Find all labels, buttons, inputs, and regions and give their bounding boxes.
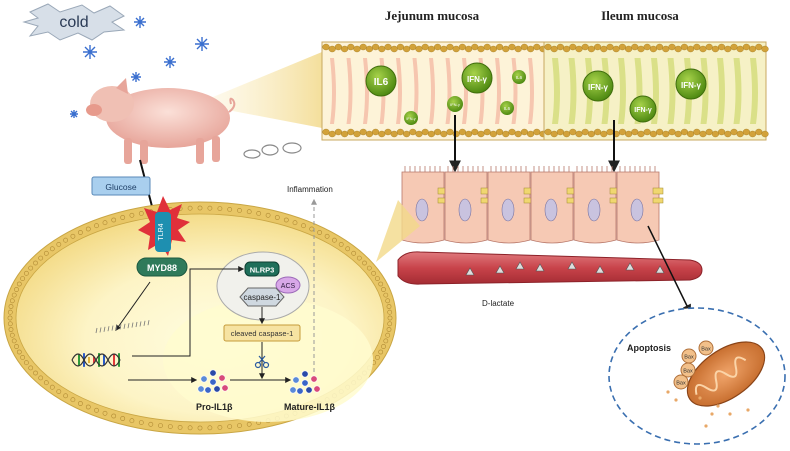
pig-leg [196, 138, 204, 164]
cytokine-ifng-ileum-3: IFN-γ [629, 95, 657, 123]
snowflake-icon [83, 45, 97, 59]
svg-text:NLRP3: NLRP3 [250, 266, 275, 275]
svg-text:ACS: ACS [281, 283, 296, 290]
cold-badge: cold [22, 3, 126, 41]
svg-text:IFN-γ: IFN-γ [588, 83, 609, 92]
tlr4-receptor: TLR4 [138, 196, 190, 256]
ileum-mucosa-panel [543, 41, 769, 141]
dna-helix [71, 353, 121, 367]
glucose-box: Glucose [91, 176, 151, 196]
svg-text:IFN-γ: IFN-γ [634, 107, 652, 114]
snowflake-icon [195, 37, 209, 51]
acs-oval [275, 276, 301, 294]
bax-proteins: Bax Bax Bax Bax [673, 340, 714, 390]
svg-text:IL6: IL6 [374, 77, 389, 88]
caspase1-hexagon [239, 287, 285, 307]
snowflake-icon [164, 56, 176, 68]
svg-text:Bax: Bax [676, 381, 686, 387]
epithelium-to-apoptosis-arrow [647, 225, 691, 314]
pig-leg [124, 138, 132, 164]
svg-text:Bax: Bax [683, 369, 693, 375]
svg-text:Glucose: Glucose [105, 182, 136, 192]
svg-text:IFN-γ: IFN-γ [681, 81, 702, 90]
ileum-title: Ileum mucosa [601, 8, 679, 23]
svg-text:Bax: Bax [684, 355, 694, 361]
epithelial-cell [530, 166, 578, 244]
scissors-icon [254, 355, 270, 369]
pro-il1b-cluster [197, 369, 229, 394]
pro-il1b-label: Pro-IL1β [196, 402, 233, 412]
svg-text:IFN-γ: IFN-γ [406, 117, 415, 121]
cold-badge-shape [22, 3, 126, 41]
epithelial-cell [444, 166, 492, 244]
epithelial-cell [573, 166, 621, 244]
svg-text:IFN-γ: IFN-γ [450, 102, 460, 107]
pig-tail [228, 97, 236, 113]
inflammation-label: Inflammation [287, 185, 333, 194]
feces [243, 142, 302, 159]
epithelial-cell [487, 166, 535, 244]
mitochondrion-icon [686, 341, 766, 407]
cytokine-il6-small-2: IL6 [500, 101, 514, 115]
myd88-adapter: MYD88 [136, 257, 188, 277]
snowflakes [70, 16, 209, 118]
mrna-strand [95, 320, 150, 334]
piglet [86, 52, 322, 164]
jejunum-title: Jejunum mucosa [385, 8, 480, 23]
svg-text:caspase-1: caspase-1 [244, 293, 281, 302]
epithelial-cell [616, 166, 664, 244]
mature-il1b-label: Mature-IL1β [284, 402, 336, 412]
svg-text:IL6: IL6 [504, 106, 511, 111]
epithelial-cell-layer [401, 166, 664, 244]
svg-text:cleaved caspase-1: cleaved caspase-1 [231, 329, 294, 338]
cytokine-ifng-small-2: IFN-γ [447, 96, 463, 112]
pig-leg [212, 136, 220, 162]
pig-head [90, 86, 134, 122]
apoptosis-panel: Apoptosis Bax Bax Bax Bax [608, 307, 786, 445]
cold-label: cold [59, 14, 88, 31]
pig-leg [140, 140, 148, 164]
svg-text:MYD88: MYD88 [147, 263, 177, 273]
cytokine-ifng-jejunum: IFN-γ [461, 62, 493, 94]
svg-text:IFN-γ: IFN-γ [467, 75, 488, 84]
snowflake-icon [134, 16, 146, 28]
pig-ear [116, 78, 128, 94]
snowflake-icon [131, 72, 141, 82]
cytokine-ifng-small: IFN-γ [404, 111, 418, 125]
svg-text:IL6: IL6 [516, 75, 523, 80]
blood-vessel [397, 251, 703, 285]
callout-wedge [376, 200, 420, 262]
cytokine-ifng-ileum-2: IFN-γ [675, 68, 707, 100]
nlrp3-box [244, 261, 280, 277]
focus-cone [196, 52, 322, 128]
snowflake-icon [70, 110, 78, 118]
cytokine-il6-small: IL6 [512, 70, 526, 84]
cleaved-caspase1-box: cleaved caspase-1 [223, 324, 301, 342]
pig-snout [86, 104, 102, 116]
mature-il1b-cluster [289, 370, 321, 395]
jejunum-mucosa-panel [321, 41, 547, 141]
d-lactate-label: D-lactate [482, 299, 515, 308]
host-cell [3, 201, 397, 435]
myd88-to-dna-arrow [115, 281, 151, 331]
svg-text:TLR4: TLR4 [158, 223, 165, 240]
dna-to-nlrp3-arrow [132, 266, 245, 357]
pig-body [106, 88, 230, 148]
svg-text:Bax: Bax [701, 347, 711, 353]
inflammasome: NLRP3 ACS caspase-1 [216, 251, 310, 321]
cytokine-ifng-ileum-1: IFN-γ [582, 70, 614, 102]
apoptosis-title: Apoptosis [627, 343, 671, 353]
cytokine-il6-large: IL6 [365, 65, 397, 97]
